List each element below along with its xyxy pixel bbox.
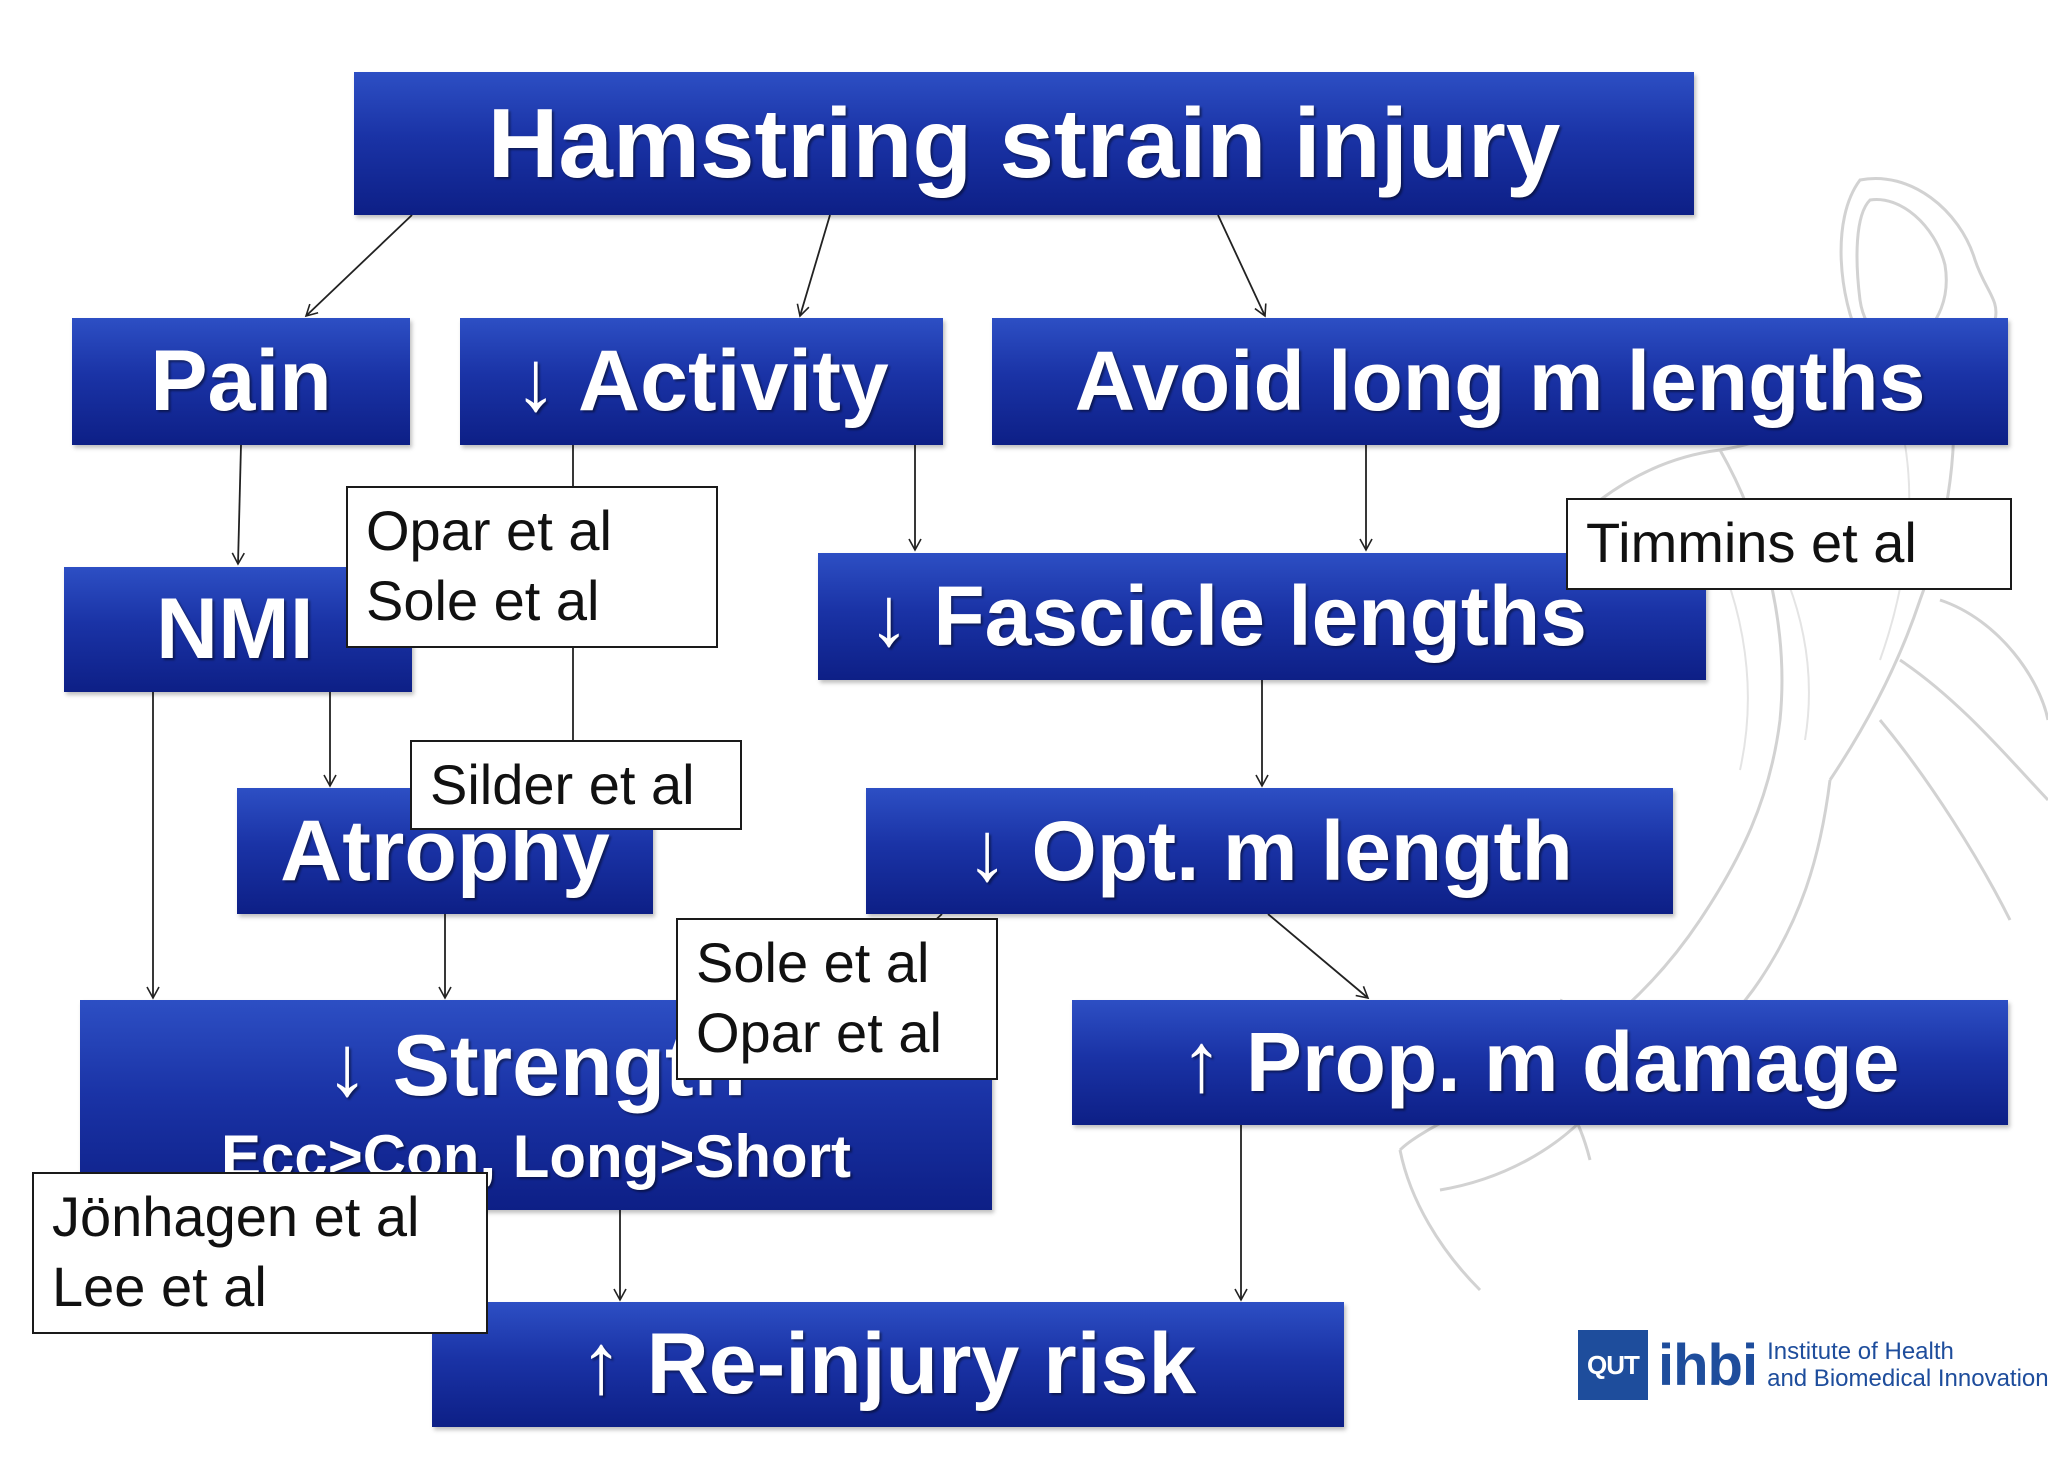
ihbi-wordmark: ihbi [1658, 1332, 1758, 1398]
arrow-title-to-avoid [1217, 214, 1267, 318]
activity-box: ↓ Activity [460, 318, 943, 445]
atrophy-box: Atrophy [237, 788, 653, 914]
avoid-long-box: Avoid long m lengths [992, 318, 2008, 445]
arrow-pain-to-nmi [231, 444, 245, 566]
ref-line: Timmins et al [1586, 511, 1917, 574]
ref-box-opar-sole: Opar et al Sole et al [346, 486, 718, 648]
opt-length-box: ↓ Opt. m length [866, 788, 1673, 914]
institute-line-2: and Biomedical Innovation [1767, 1365, 2048, 1392]
ref-line: Opar et al [696, 1001, 942, 1064]
ref-box-jonhagen-lee: Jönhagen et al Lee et al [32, 1172, 488, 1334]
ref-box-silder: Silder et al [410, 740, 742, 830]
ref-line: Sole et al [696, 931, 930, 994]
ref-line: Lee et al [52, 1255, 267, 1318]
title-text: Hamstring strain injury [487, 88, 1561, 198]
ref-line: Jönhagen et al [52, 1185, 420, 1248]
ref-line: Sole et al [366, 569, 600, 632]
ref-line: Opar et al [366, 499, 612, 562]
arrow-title-to-pain [304, 214, 413, 318]
fascicle-text: ↓ Fascicle lengths [868, 569, 1587, 663]
institute-line-1: Institute of Health [1767, 1338, 1954, 1365]
opt-length-text: ↓ Opt. m length [966, 803, 1573, 898]
reinjury-text: ↑ Re-injury risk [579, 1316, 1197, 1412]
activity-text: ↓ Activity [514, 333, 889, 429]
ref-box-sole-opar: Sole et al Opar et al [676, 918, 998, 1080]
arrow-title-to-activity [796, 214, 831, 318]
ref-box-timmins: Timmins et al [1566, 498, 2012, 590]
qut-ihbi-logo: QUT ihbi Institute of Health and Biomedi… [1578, 1330, 2048, 1400]
arrow-opt-to-prop [1267, 913, 1370, 1000]
pain-box: Pain [72, 318, 410, 445]
ref-line: Silder et al [430, 753, 695, 816]
prop-damage-text: ↑ Prop. m damage [1180, 1015, 1900, 1109]
institute-name: Institute of Health and Biomedical Innov… [1767, 1338, 2048, 1392]
pain-text: Pain [150, 333, 332, 429]
prop-damage-box: ↑ Prop. m damage [1072, 1000, 2008, 1125]
fascicle-box: ↓ Fascicle lengths [818, 553, 1706, 680]
avoid-long-text: Avoid long m lengths [1074, 334, 1926, 428]
nmi-text: NMI [156, 581, 314, 677]
title-box: Hamstring strain injury [354, 72, 1694, 215]
qut-logo-mark: QUT [1578, 1330, 1648, 1400]
reinjury-box: ↑ Re-injury risk [432, 1302, 1344, 1427]
